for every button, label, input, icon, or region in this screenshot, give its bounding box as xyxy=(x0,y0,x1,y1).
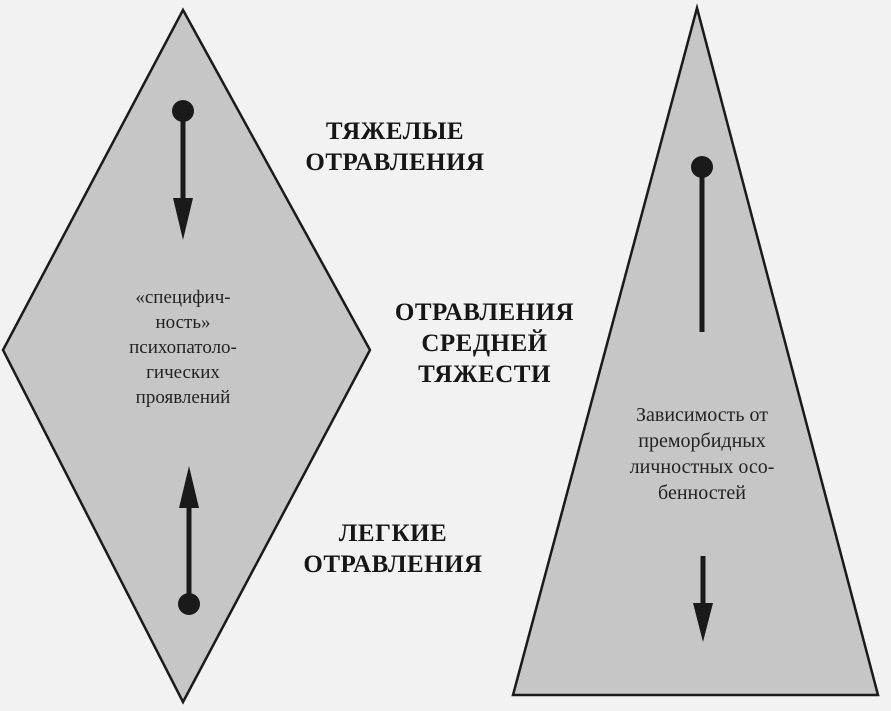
down-arrow-icon xyxy=(172,100,194,240)
dependency-line xyxy=(691,156,713,332)
diamond-shape xyxy=(1,7,372,705)
up-arrow-icon xyxy=(178,466,200,615)
triangle-shape xyxy=(511,3,880,697)
heading-mild: ЛЕГКИЕ ОТРАВЛЕНИЯ xyxy=(303,520,483,578)
heading-moderate: ОТРАВЛЕНИЯ СРЕДНЕЙ ТЯЖЕСТИ xyxy=(394,299,575,388)
triangle-label: Зависимость от преморбидных личностных о… xyxy=(629,404,775,504)
diamond-label: «специфич- ность» психопатоло- гических … xyxy=(129,287,237,408)
heading-severe: ТЯЖЕЛЫЕ ОТРАВЛЕНИЯ xyxy=(305,118,485,176)
down-arrow-icon xyxy=(693,556,713,642)
